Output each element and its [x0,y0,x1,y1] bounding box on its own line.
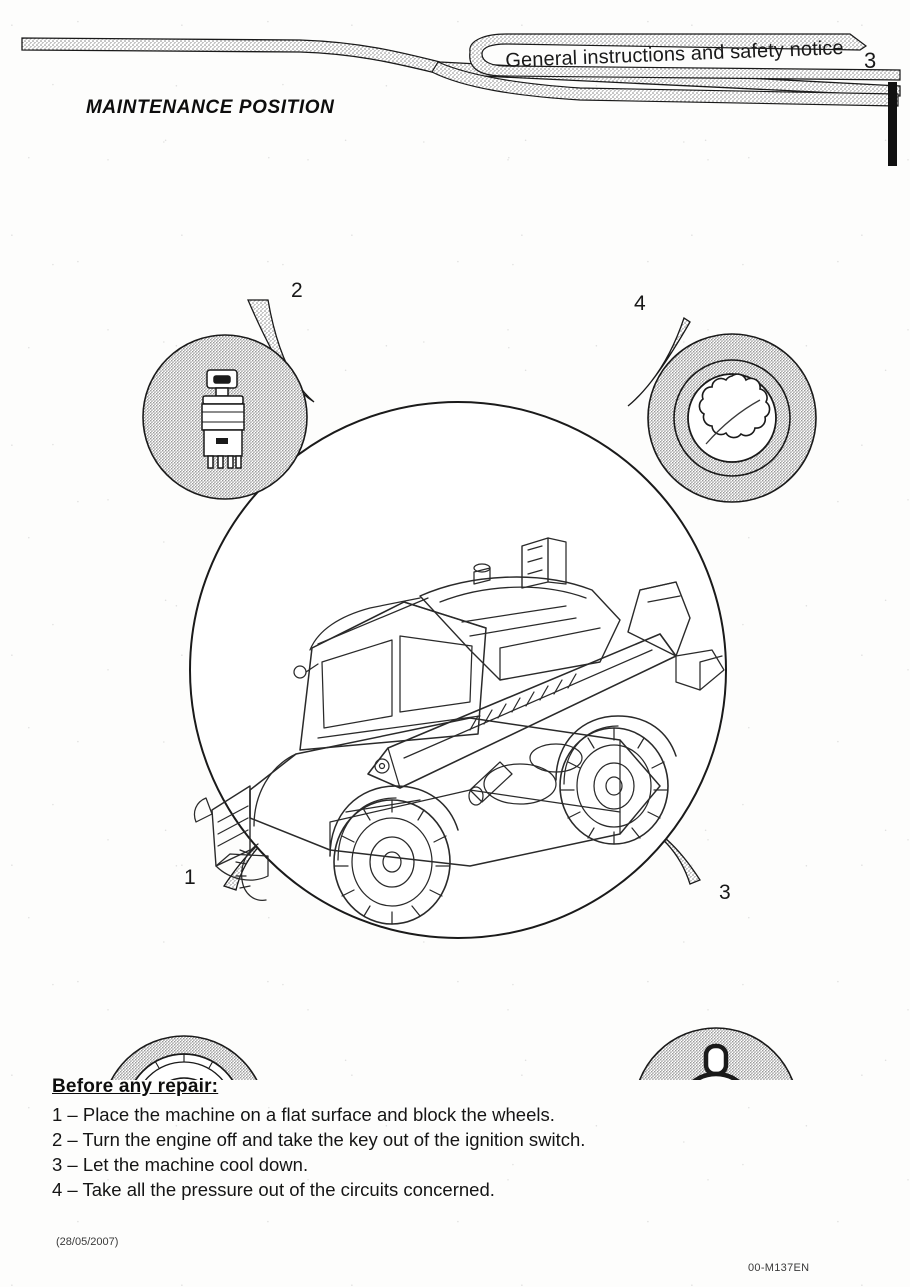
connector-tail-2 [247,299,315,403]
list-item: 3 – Let the machine cool down. [52,1154,309,1175]
callout-number-3: 3 [719,881,731,904]
instructions-list: 1 – Place the machine on a flat surface … [52,1102,692,1202]
callout-number-2: 2 [291,279,303,302]
footer-document-code: 00-M137EN [748,1262,810,1274]
instructions-heading: Before any repair: [52,1076,219,1097]
footer-date: (28/05/2007) [56,1236,119,1248]
rear-wheel [555,715,677,845]
callout-bubble-4 [647,333,817,503]
callout-bubble-2 [142,334,308,500]
hydraulic-pressure-release-icon [673,359,791,477]
header-ribbon-graphic [21,33,901,107]
front-wheel [329,785,459,925]
before-any-repair-block: Before any repair: 1 – Place the machine… [52,1076,692,1202]
page-title: MAINTENANCE POSITION [86,97,335,118]
list-item: 2 – Turn the engine off and take the key… [52,1129,586,1150]
list-item: 4 – Take all the pressure out of the cir… [52,1179,495,1200]
maintenance-position-diagram [110,299,817,1080]
wheel-chock-icon [134,1053,234,1080]
machine-illustration-circle [189,401,727,939]
callout-number-4: 4 [634,292,646,315]
list-item: 1 – Place the machine on a flat surface … [52,1104,555,1125]
page-number: 3 [864,48,877,73]
callout-number-1: 1 [184,866,196,889]
page-edge-tab-marker [888,82,897,166]
coolant-temperature-icon [692,1043,740,1080]
connector-tail-4 [627,316,691,407]
callout-bubble-3 [638,1027,794,1080]
telehandler-drawing [193,537,725,925]
callout-bubble-1 [110,1035,258,1080]
ignition-switch-icon [201,369,245,469]
